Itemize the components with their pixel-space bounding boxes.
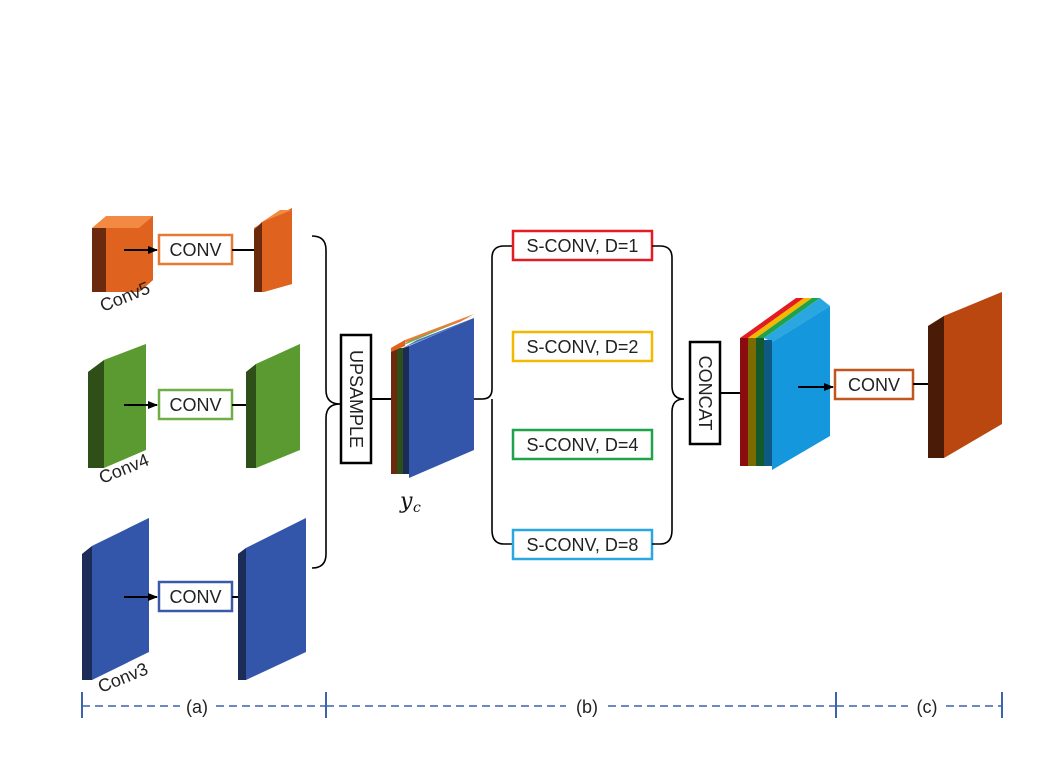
stage-c-label: (c) [917, 697, 938, 717]
sconv-d4-box [511, 428, 654, 461]
stage-a-label: (a) [186, 697, 208, 717]
branch-d4: S-CONV, D=4 [511, 428, 654, 461]
sconv-d8-label: S-CONV, D=8 [527, 535, 639, 555]
stage-axis: (a) (b) (c) [81, 692, 1003, 718]
yc-stacked-block [391, 314, 474, 478]
final-conv-label: CONV [848, 375, 900, 395]
merge-brace [311, 235, 341, 569]
concat-brace [652, 245, 685, 545]
sconv-d2-label: S-CONV, D=2 [527, 337, 639, 357]
stage-b-label: (b) [576, 697, 598, 717]
branch-brace [481, 245, 512, 545]
branch-d1: S-CONV, D=1 [511, 229, 654, 262]
upsample-label: UPSAMPLE [346, 350, 366, 448]
conv3-output-block [238, 518, 306, 680]
conv3-feature-block [82, 518, 149, 680]
sconv-d1-label: S-CONV, D=1 [527, 236, 639, 256]
conv5-conv-box [157, 233, 234, 266]
conv4-output-block [246, 344, 300, 468]
conv5-feature-block [92, 216, 153, 292]
sconv-d4-label: S-CONV, D=4 [527, 435, 639, 455]
conv5-output-block [254, 208, 292, 292]
yc-label-sub: c [413, 500, 421, 516]
upsample-box [339, 333, 373, 465]
final-output-block [928, 292, 1002, 458]
branch-d2: S-CONV, D=2 [511, 330, 654, 363]
sconv-d8-box [511, 528, 654, 561]
yc-label-base: y [399, 489, 413, 514]
conv3-conv-label: CONV [169, 587, 221, 607]
concat-stacked-block [740, 298, 830, 470]
conv4-conv-label: CONV [169, 395, 221, 415]
sconv-d2-box [511, 330, 654, 363]
conv5-conv-label: CONV [169, 240, 221, 260]
concat-label: CONCAT [695, 356, 715, 431]
branch-d8: S-CONV, D=8 [511, 528, 654, 561]
